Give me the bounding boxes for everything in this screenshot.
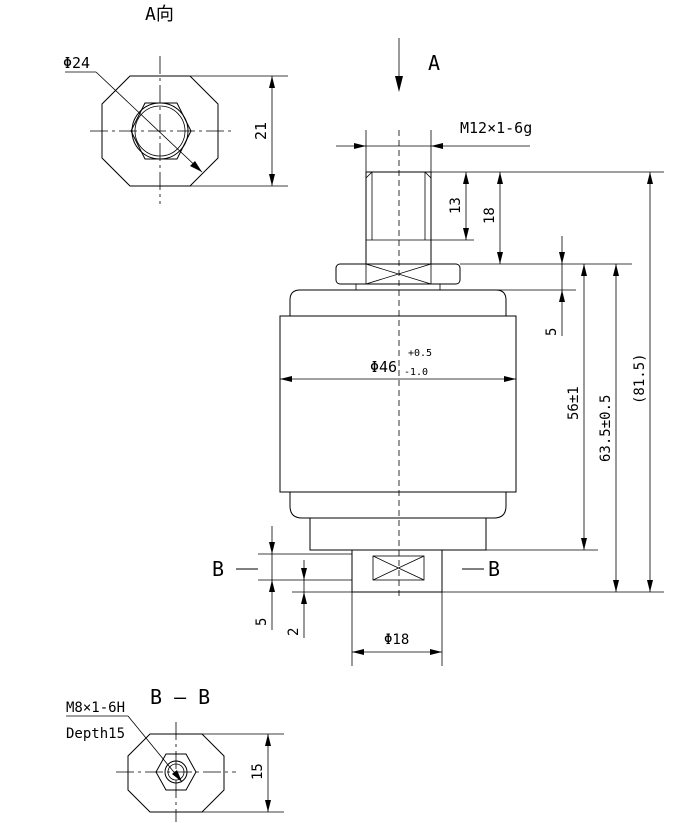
bottom-hex-flat	[372, 555, 425, 581]
main-view: M12×1-6g Φ46 +0.5 -1.0 Φ18	[212, 119, 664, 666]
dim-18-label: 18	[482, 207, 498, 224]
dim-15-arrow-top	[265, 734, 271, 746]
thread-chamfer-left	[365, 171, 373, 179]
thread-m12-arrow-left	[354, 143, 366, 149]
dim-63-arrow-top	[613, 264, 619, 276]
dim-81-label: (81.5)	[632, 353, 648, 404]
dim-63-label: 63.5±0.5	[598, 395, 614, 462]
diameter-24-label: Φ24	[63, 54, 90, 72]
dim-81-arrow-top	[647, 172, 653, 184]
diameter-18-arrow-right	[430, 649, 442, 655]
thread-m8-arrow	[172, 770, 182, 782]
diameter-46-arrow-left	[280, 376, 292, 382]
body-base	[309, 517, 487, 551]
diameter-46-label: Φ46	[370, 358, 397, 376]
dim-81-arrow-bottom	[647, 580, 653, 592]
view-a: A向 Φ24 21	[63, 4, 288, 204]
section-bb-view: B — B M8×1-6H Depth15 15	[66, 685, 284, 822]
thread-m8-label: M8×1-6H	[66, 700, 125, 716]
dim-18-arrow-top	[497, 172, 503, 184]
bottom-hex-cross-2	[372, 555, 425, 581]
bottom-hex	[351, 549, 443, 593]
dim-56-arrow-top	[581, 264, 587, 276]
arrow-a: A	[395, 38, 440, 92]
dim-18-arrow-bottom	[497, 252, 503, 264]
arrow-a-label: A	[428, 51, 440, 75]
dim-56-arrow-bottom	[581, 538, 587, 550]
depth-label: Depth15	[66, 726, 125, 742]
flange-neck	[355, 283, 441, 291]
thread-m8-leader	[127, 715, 183, 783]
diameter-46-arrow-right	[504, 376, 516, 382]
dim-5-bottom-label: 5	[254, 618, 270, 626]
dim-56-label: 56±1	[566, 386, 582, 420]
view-a-title: A向	[145, 4, 174, 25]
thread-stud	[365, 171, 432, 265]
diameter-24-arrow	[190, 161, 202, 172]
dim-21-arrow-bottom	[269, 174, 275, 186]
dim-15-label: 15	[250, 763, 266, 780]
dim-5-bottom-arrow-b	[269, 580, 275, 592]
body-top-shoulder	[289, 289, 507, 317]
diameter-24-leader	[95, 71, 203, 173]
dim-13-label: 13	[448, 197, 464, 214]
thread-m12-label: M12×1-6g	[460, 119, 532, 137]
body-bottom-shoulder	[289, 491, 507, 519]
thread-m12-arrow-right	[431, 143, 443, 149]
dim-2-arrow-b	[301, 592, 307, 604]
arrow-a-head	[395, 76, 403, 92]
diameter-18-label: Φ18	[384, 632, 409, 648]
dim-13-arrow-bottom	[463, 228, 469, 240]
diameter-18-arrow-left	[352, 649, 364, 655]
dim-15-arrow-bottom	[265, 800, 271, 812]
dim-5-top-arrow-b	[559, 290, 565, 302]
diameter-46-tol-upper: +0.5	[408, 348, 432, 359]
dim-21-arrow-top	[269, 76, 275, 88]
dim-13-arrow-top	[463, 172, 469, 184]
dim-2-arrow-a	[301, 568, 307, 580]
thread-chamfer-right	[424, 171, 432, 179]
hex-cross-2	[365, 263, 432, 285]
section-bb-title: B — B	[150, 685, 210, 709]
dim-5-top-arrow-a	[559, 252, 565, 264]
dim-5-top-label: 5	[544, 328, 560, 336]
body-main	[279, 315, 517, 493]
section-b-right-label: B	[488, 557, 500, 581]
dim-63-arrow-bottom	[613, 580, 619, 592]
dim-5-bottom-arrow-a	[269, 542, 275, 554]
dim-2-label: 2	[286, 628, 302, 636]
diameter-46-tol-lower: -1.0	[404, 367, 428, 378]
dim-21-label: 21	[252, 122, 270, 140]
section-b-left-label: B	[212, 557, 224, 581]
